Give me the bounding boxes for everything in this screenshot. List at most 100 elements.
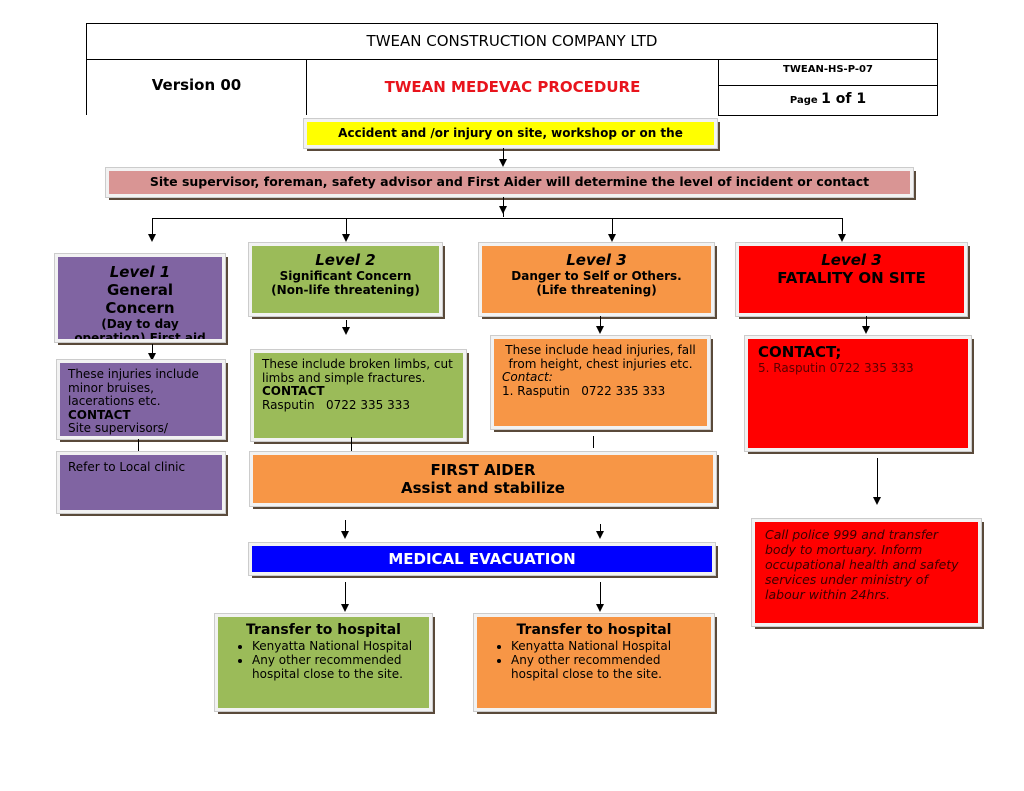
- company-name: TWEAN CONSTRUCTION COMPANY LTD: [366, 32, 658, 50]
- arrow-down-icon: [148, 353, 156, 361]
- arrow-down-icon: [608, 234, 616, 242]
- arrow-down-icon: [596, 604, 604, 612]
- list-item: Kenyatta National Hospital: [511, 639, 705, 653]
- level2-title: Level 2: [315, 251, 376, 269]
- level2-line1: Significant Concern: [279, 269, 412, 283]
- fatality-action: Call police 999 and transfer body to mor…: [765, 527, 959, 602]
- level2-contact: Rasputin 0722 335 333: [262, 397, 410, 412]
- level1-details-box: These injuries include minor bruises, la…: [56, 359, 226, 440]
- connector: [152, 344, 153, 354]
- level3-box: Level 3 Danger to Self or Others. (Life …: [478, 242, 715, 317]
- level2-box: Level 2 Significant Concern (Non-life th…: [248, 242, 443, 317]
- transfer-left-list: Kenyatta National Hospital Any other rec…: [224, 639, 423, 681]
- level3-contact-label: Contact:: [502, 370, 553, 384]
- header-company-cell: TWEAN CONSTRUCTION COMPANY LTD: [86, 23, 938, 60]
- level1-action: Refer to Local clinic: [68, 460, 186, 474]
- connector: [877, 458, 878, 498]
- level1-contact: Site supervisors/: [68, 421, 168, 435]
- connector: [351, 437, 352, 457]
- title-cell: TWEAN MEDEVAC PROCEDURE: [306, 59, 719, 115]
- doc-code-cell: TWEAN-HS-P-07: [718, 59, 938, 86]
- assess-box: Site supervisor, foreman, safety advisor…: [105, 167, 914, 198]
- arrow-down-icon: [342, 234, 350, 242]
- connector: [600, 316, 601, 327]
- fatality-box: Level 3 FATALITY ON SITE: [735, 242, 968, 317]
- level3-title: Level 3: [566, 251, 627, 269]
- arrow-down-icon: [499, 206, 507, 214]
- level1-title: Level 1: [109, 263, 171, 281]
- start-text: Accident and /or injury on site, worksho…: [338, 126, 683, 140]
- page-number: 1 of 1: [821, 91, 867, 107]
- level1-box: Level 1 General Concern (Day to day oper…: [54, 253, 226, 343]
- connector: [152, 218, 842, 219]
- first-aider-subtitle: Assist and stabilize: [401, 479, 565, 497]
- list-item: Any other recommended hospital close to …: [252, 653, 423, 681]
- connector: [152, 218, 153, 234]
- level1-line4: operation) First aid: [74, 331, 206, 342]
- connector: [842, 218, 843, 234]
- arrow-down-icon: [341, 531, 349, 539]
- level2-details-box: These include broken limbs, cut limbs an…: [250, 349, 467, 442]
- fatality-action-box: Call police 999 and transfer body to mor…: [751, 518, 982, 627]
- connector: [593, 436, 594, 448]
- arrow-down-icon: [148, 234, 156, 242]
- connector: [345, 520, 346, 532]
- arrow-down-icon: [341, 604, 349, 612]
- fatality-contact: 5. Rasputin 0722 335 333: [758, 361, 914, 375]
- level3-line1: Danger to Self or Others.: [511, 269, 682, 283]
- arrow-down-icon: [342, 327, 350, 335]
- level2-details: These include broken limbs, cut limbs an…: [262, 357, 453, 385]
- version: Version 00: [151, 76, 242, 94]
- fatality-contact-box: CONTACT; 5. Rasputin 0722 335 333: [744, 335, 972, 452]
- connector: [600, 582, 601, 604]
- page-label: Page: [789, 95, 818, 106]
- connector: [612, 218, 613, 234]
- arrow-down-icon: [499, 159, 507, 167]
- page-cell: Page 1 of 1: [718, 85, 938, 116]
- arrow-down-icon: [873, 497, 881, 505]
- level1-line3: (Day to day: [101, 317, 179, 331]
- level3-contact: 1. Rasputin 0722 335 333: [502, 383, 666, 398]
- connector: [503, 148, 504, 160]
- level3-details: These include head injuries, fall from h…: [505, 343, 696, 371]
- medical-evacuation-box: MEDICAL EVACUATION: [248, 542, 716, 576]
- level1-line2: Concern: [105, 299, 175, 317]
- arrow-down-icon: [596, 326, 604, 334]
- connector: [866, 316, 867, 327]
- level3-line2: (Life threatening): [536, 283, 657, 297]
- connector: [138, 439, 139, 451]
- evac-text: MEDICAL EVACUATION: [388, 550, 576, 568]
- fatality-contact-label: CONTACT;: [758, 343, 842, 361]
- level2-line2: (Non-life threatening): [271, 283, 420, 297]
- arrow-down-icon: [862, 326, 870, 334]
- connector: [346, 320, 347, 328]
- connector: [346, 218, 347, 234]
- level1-details: These injuries include minor bruises, la…: [68, 367, 199, 408]
- start-box: Accident and /or injury on site, worksho…: [303, 118, 718, 149]
- fatality-title: Level 3: [821, 251, 882, 269]
- fatality-line1: FATALITY ON SITE: [777, 269, 926, 287]
- document-title: TWEAN MEDEVAC PROCEDURE: [384, 78, 641, 96]
- level3-details-box: These include head injuries, fall from h…: [490, 335, 711, 430]
- list-item: Any other recommended hospital close to …: [511, 653, 705, 681]
- assess-text: Site supervisor, foreman, safety advisor…: [149, 174, 870, 189]
- first-aider-box: FIRST AIDER Assist and stabilize: [249, 451, 717, 507]
- arrow-down-icon: [838, 234, 846, 242]
- list-item: Kenyatta National Hospital: [252, 639, 423, 653]
- connector: [345, 582, 346, 604]
- connector: [600, 524, 601, 532]
- first-aider-title: FIRST AIDER: [430, 461, 536, 479]
- level1-contact-label: CONTACT: [68, 407, 131, 422]
- transfer-left-title: Transfer to hospital: [246, 622, 401, 638]
- transfer-left-box: Transfer to hospital Kenyatta National H…: [214, 613, 433, 712]
- version-cell: Version 00: [86, 59, 307, 115]
- level1-action-box: Refer to Local clinic: [56, 451, 226, 514]
- level2-contact-label: CONTACT: [262, 384, 325, 398]
- level1-line1: General: [107, 281, 173, 299]
- doc-code: TWEAN-HS-P-07: [783, 64, 873, 75]
- transfer-right-list: Kenyatta National Hospital Any other rec…: [483, 639, 705, 681]
- arrow-down-icon: [596, 531, 604, 539]
- transfer-right-title: Transfer to hospital: [516, 622, 672, 638]
- transfer-right-box: Transfer to hospital Kenyatta National H…: [473, 613, 715, 712]
